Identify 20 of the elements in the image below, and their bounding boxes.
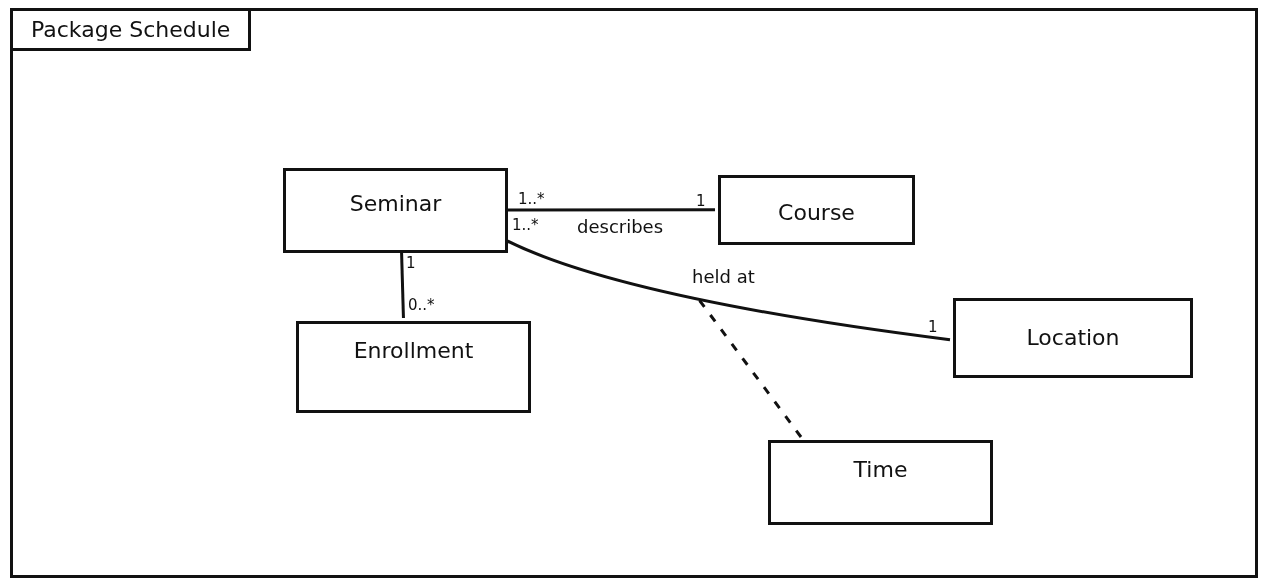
edge-label: held at bbox=[690, 268, 757, 286]
class-box bbox=[296, 321, 531, 413]
class-name: Enrollment bbox=[352, 338, 475, 363]
class-box bbox=[283, 168, 508, 253]
class-name: Time bbox=[852, 457, 909, 482]
multiplicity-label: 1..* bbox=[512, 216, 539, 234]
class-box bbox=[718, 175, 915, 245]
edge-label: describes bbox=[575, 218, 666, 236]
multiplicity-label: 1 bbox=[696, 192, 706, 210]
multiplicity-label: 1..* bbox=[518, 190, 545, 208]
multiplicity-label: 1 bbox=[406, 254, 416, 272]
multiplicity-label: 1 bbox=[928, 318, 938, 336]
class-box bbox=[768, 440, 993, 525]
package-name: Package Schedule bbox=[10, 8, 252, 51]
class-name: Seminar bbox=[348, 191, 443, 216]
class-name: Location bbox=[1025, 325, 1121, 350]
package-frame bbox=[10, 8, 1258, 578]
class-box bbox=[953, 298, 1193, 378]
multiplicity-label: 0..* bbox=[408, 296, 435, 314]
class-name: Course bbox=[777, 200, 856, 225]
